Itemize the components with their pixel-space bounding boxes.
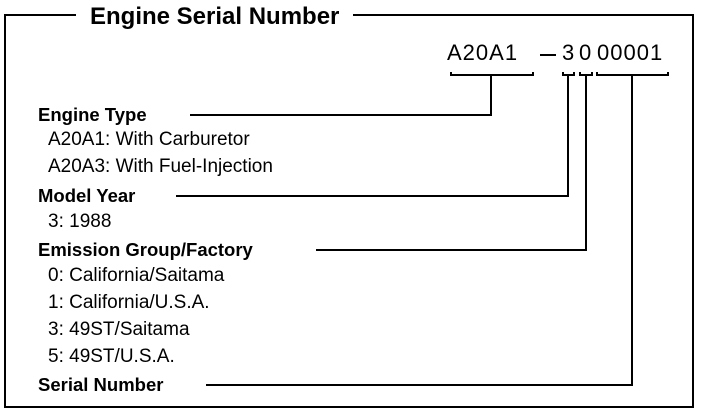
emission-group-item: 1: California/U.S.A.: [48, 292, 210, 313]
diagram-title: Engine Serial Number: [76, 3, 354, 31]
code-emission-group: 0: [579, 40, 593, 65]
code-serial: 00001: [597, 40, 664, 65]
heading-serial-number: Serial Number: [38, 374, 170, 396]
code-separator: [540, 54, 556, 56]
leader-model-year: [176, 75, 569, 197]
emission-group-item: 5: 49ST/U.S.A.: [48, 346, 175, 367]
heading-engine-type: Engine Type: [38, 104, 153, 126]
code-model-year: 3: [562, 40, 576, 65]
engine-type-item: A20A1: With Carburetor: [48, 129, 250, 150]
heading-emission-group: Emission Group/Factory: [38, 239, 259, 261]
bracket-model-year: [562, 72, 575, 76]
leader-emission-group: [316, 75, 587, 251]
leader-serial-number: [206, 75, 633, 386]
bracket-engine-type: [450, 72, 534, 76]
bracket-emission-group: [579, 72, 593, 76]
leader-engine-type: [190, 75, 492, 116]
engine-type-item: A20A3: With Fuel-Injection: [48, 156, 273, 177]
emission-group-item: 3: 49ST/Saitama: [48, 319, 190, 340]
heading-model-year: Model Year: [38, 185, 142, 207]
emission-group-item: 0: California/Saitama: [48, 265, 225, 286]
code-engine-type: A20A1: [447, 40, 519, 65]
bracket-serial: [596, 72, 669, 76]
model-year-item: 3: 1988: [48, 211, 112, 232]
